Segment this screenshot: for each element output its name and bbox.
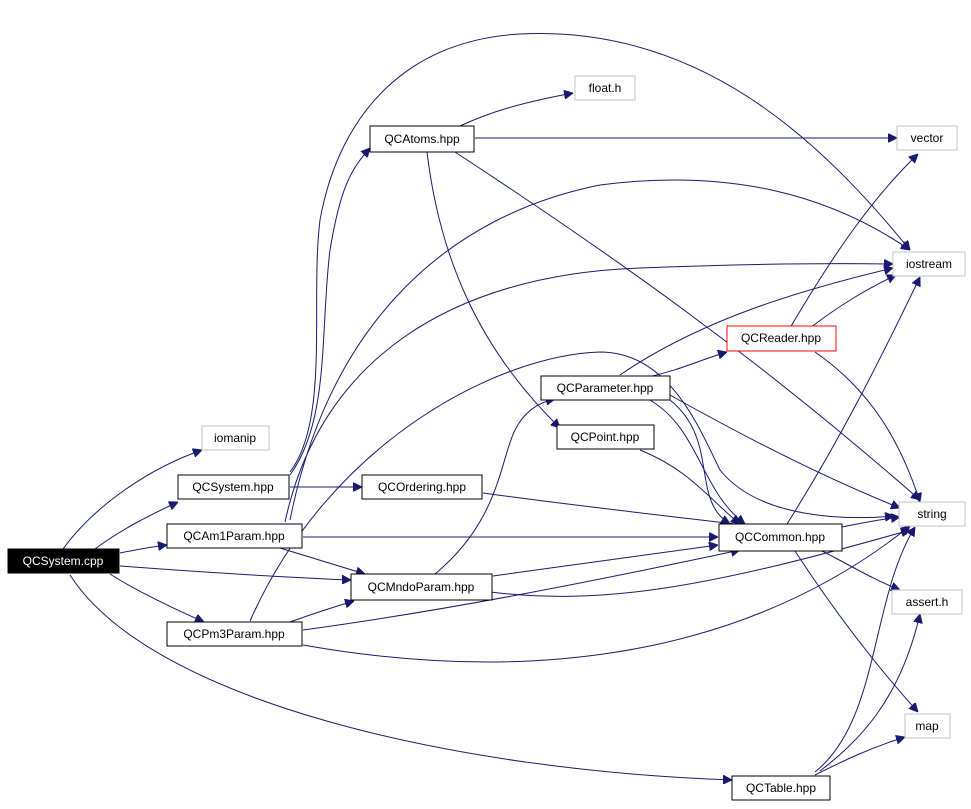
edge-qcsystem-iostream <box>289 33 910 473</box>
node-vector[interactable]: vector <box>896 125 958 151</box>
node-iostream[interactable]: iostream <box>892 251 966 277</box>
edges <box>62 33 920 780</box>
edge-reader-vector <box>789 154 918 329</box>
node-qcsystem-cpp[interactable]: QCSystem.cpp <box>7 548 120 574</box>
node-assert-h[interactable]: assert.h <box>891 589 963 615</box>
edge-qccommon-iostream <box>786 277 920 525</box>
edge-parameter-qccommon-2 <box>669 399 730 524</box>
edge-qcsystem-qcatoms <box>289 148 370 476</box>
edge-parameter-reader <box>647 352 727 378</box>
node-qcam1param-hpp[interactable]: QCAm1Param.hpp <box>166 523 303 549</box>
edge-qcpm3-string <box>302 526 910 663</box>
node-qccommon-hpp[interactable]: QCCommon.hpp <box>718 523 843 552</box>
edge-qccommon-string <box>841 517 900 528</box>
node-label: QCPoint.hpp <box>571 430 640 444</box>
edge-qcmndo-parameter <box>434 399 555 575</box>
edge-cpp-qcam1param <box>119 545 167 554</box>
node-label: QCSystem.hpp <box>192 480 274 494</box>
node-string[interactable]: string <box>898 501 966 527</box>
node-label: QCAtoms.hpp <box>384 132 460 146</box>
node-qcmndoparam-hpp[interactable]: QCMndoParam.hpp <box>350 573 493 601</box>
node-label: vector <box>911 131 944 145</box>
edge-qcpm3-qcmndo <box>289 601 354 623</box>
node-label: map <box>915 719 939 733</box>
edge-cpp-qcsystem <box>94 502 178 550</box>
edge-cpp-iomanip <box>62 450 202 550</box>
node-qcordering-hpp[interactable]: QCOrdering.hpp <box>361 474 483 500</box>
edge-parameter-string <box>669 394 900 508</box>
node-label: QCParameter.hpp <box>557 381 654 395</box>
node-qcsystem-hpp[interactable]: QCSystem.hpp <box>177 474 290 500</box>
edge-qcam1-iostream-2 <box>289 179 910 521</box>
edge-qcordering-qccommon <box>482 492 744 525</box>
edge-qccommon-assert <box>821 550 900 590</box>
edge-qcam1-iostream <box>284 264 893 523</box>
node-qcpm3param-hpp[interactable]: QCPm3Param.hpp <box>166 621 303 647</box>
node-label: QCTable.hpp <box>746 781 816 795</box>
node-label: assert.h <box>906 595 949 609</box>
node-label: iostream <box>906 257 952 271</box>
node-qctable-hpp[interactable]: QCTable.hpp <box>731 775 831 801</box>
node-float-h[interactable]: float.h <box>574 75 636 101</box>
edge-cpp-qcpm3param <box>109 573 204 622</box>
node-label: QCCommon.hpp <box>735 530 825 544</box>
edge-qctable-string <box>814 527 915 773</box>
edge-cpp-qcmndoparam <box>119 565 351 580</box>
node-qcreader-hpp[interactable]: QCReader.hpp <box>726 325 837 352</box>
edge-qcpm3-qccommon <box>302 550 740 631</box>
edge-reader-string <box>814 351 920 502</box>
node-label: QCMndoParam.hpp <box>368 580 475 594</box>
nodes: QCSystem.cpp iomanip QCSystem.hpp QCAm1P… <box>7 75 966 801</box>
node-qcparameter-hpp[interactable]: QCParameter.hpp <box>540 375 671 401</box>
node-label: iomanip <box>214 431 256 445</box>
edge-parameter-iostream <box>619 268 893 376</box>
edge-qcmndo-string <box>489 530 910 597</box>
edge-parameter-qccommon <box>649 399 745 524</box>
edge-qcatoms-float <box>459 93 573 127</box>
edge-qcmndo-qccommon <box>492 545 718 577</box>
node-label: float.h <box>589 81 622 95</box>
edge-cpp-qctable <box>69 574 732 780</box>
edge-qcatoms-string <box>454 151 920 500</box>
edge-qccommon-map <box>794 550 918 712</box>
node-label: QCPm3Param.hpp <box>183 627 285 641</box>
edge-qctable-assert <box>819 614 920 772</box>
node-label: QCReader.hpp <box>741 331 821 345</box>
node-label: QCSystem.cpp <box>23 554 104 568</box>
node-label: QCOrdering.hpp <box>378 480 466 494</box>
node-iomanip[interactable]: iomanip <box>201 425 270 451</box>
node-label: string <box>917 507 946 521</box>
node-map[interactable]: map <box>904 713 951 739</box>
node-label: QCAm1Param.hpp <box>183 529 285 543</box>
edge-qcam1-qcmndo <box>279 547 365 574</box>
node-qcpoint-hpp[interactable]: QCPoint.hpp <box>556 424 655 450</box>
edge-point-qccommon <box>639 449 740 524</box>
node-qcatoms-hpp[interactable]: QCAtoms.hpp <box>369 125 475 153</box>
edge-qctable-map <box>814 737 905 776</box>
edge-qcpm3-param <box>249 351 894 622</box>
edge-reader-iostream <box>809 275 896 329</box>
edge-qcatoms-point <box>426 151 560 428</box>
